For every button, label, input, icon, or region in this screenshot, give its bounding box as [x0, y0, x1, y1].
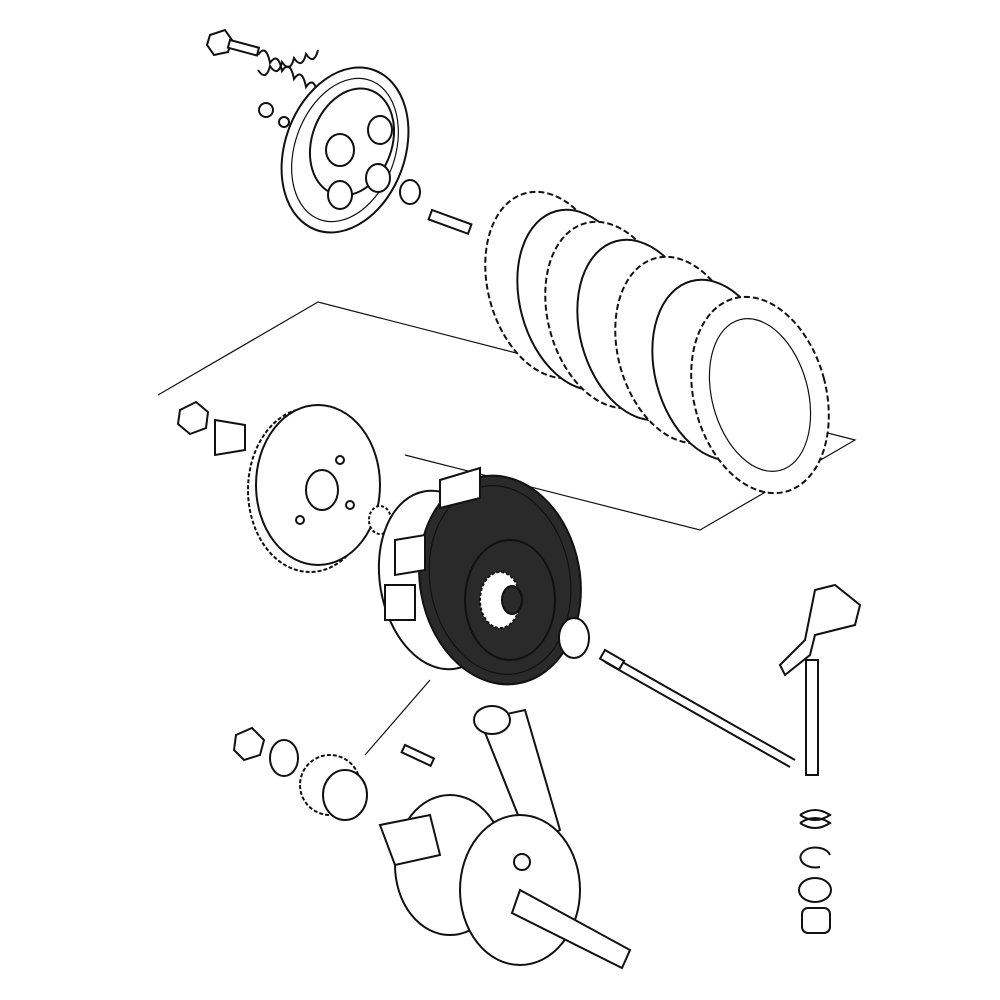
lock-nut: [176, 400, 210, 436]
pressure-plate: [280, 66, 410, 234]
washer: [269, 739, 299, 777]
crank-gear: [299, 754, 368, 821]
clutch-spring: [257, 49, 319, 96]
washer-small: [278, 116, 290, 128]
woodruff-key: [400, 743, 436, 768]
push-rod: [598, 648, 796, 768]
primary-gear: [247, 404, 381, 573]
leader-line: [364, 679, 431, 756]
assembly-outline: [157, 301, 857, 531]
thrust-washer: [558, 617, 590, 659]
needle-bearing: [801, 907, 831, 934]
lock-washer: [214, 418, 246, 457]
circlip: [799, 846, 831, 869]
clutch-hub: [464, 539, 556, 661]
lifter-rod: [399, 179, 473, 236]
nut: [232, 726, 266, 762]
oil-seal: [798, 877, 832, 903]
nut-small: [258, 102, 274, 118]
clutch-bolt: [205, 28, 261, 57]
return-spring: [799, 809, 832, 829]
crankshaft: [378, 705, 632, 970]
friction-plates: [484, 190, 830, 495]
clutch-arm: [778, 583, 862, 776]
